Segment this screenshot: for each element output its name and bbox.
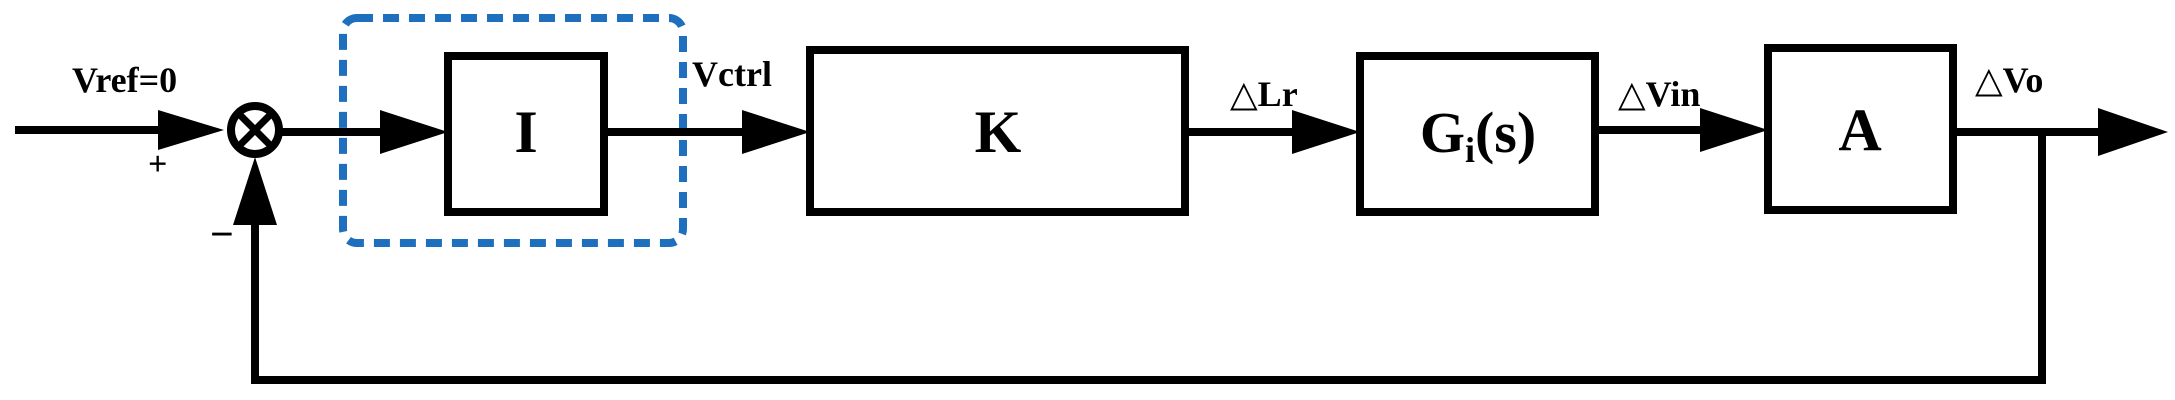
- plant-block-main: G: [1420, 100, 1465, 165]
- sum-minus-sign: −: [210, 212, 234, 258]
- delta-vo-label: △Vo: [1975, 60, 2043, 100]
- error-arrowhead: [380, 110, 448, 154]
- gain-block-label: K: [975, 99, 1022, 165]
- control-arrowhead: [742, 110, 810, 154]
- input-label: Vref=0: [72, 60, 177, 100]
- integrator-block-label: I: [514, 99, 537, 165]
- control-signal-label: Vctrl: [692, 54, 772, 94]
- delta-vin-arrowhead: [1700, 108, 1768, 152]
- plant-block-subscript: i: [1465, 130, 1475, 170]
- plant-block-argument: (s): [1475, 100, 1536, 165]
- sum-plus-sign: +: [148, 146, 167, 183]
- input-arrowhead: [158, 110, 224, 150]
- output-arrowhead: [2098, 108, 2168, 156]
- feedback-wire: [251, 132, 2046, 384]
- delta-lr-label: △Lr: [1230, 74, 1298, 114]
- summing-junction: [227, 102, 283, 158]
- delta-vin-label: △Vin: [1618, 74, 1700, 114]
- integrator-highlight-box: [339, 14, 687, 247]
- amplifier-block: [1764, 44, 1957, 214]
- delta-lr-arrowhead: [1292, 110, 1360, 154]
- amplifier-block-label: A: [1838, 97, 1881, 163]
- feedback-arrowhead: [233, 157, 277, 225]
- plant-block-label: Gi(s): [1420, 100, 1536, 170]
